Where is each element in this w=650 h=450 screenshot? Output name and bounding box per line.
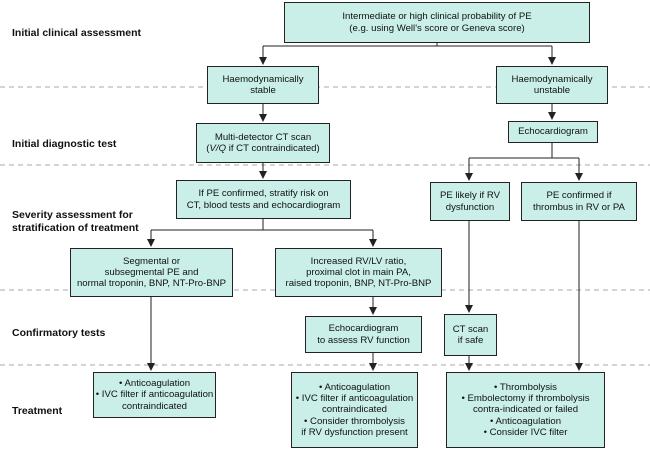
node-text: (e.g. using Well's score or Geneva score… — [349, 22, 525, 34]
treatment-item-continued: contraindicated — [321, 404, 388, 416]
treatment-item: Consider thrombolysis — [304, 416, 405, 427]
treatment-list: Consider thrombolysis — [304, 416, 405, 427]
node-text: Echocardiogram — [518, 126, 588, 138]
node-text: Echocardiogram — [328, 323, 399, 335]
node-echocardiogram: Echocardiogram — [508, 121, 598, 143]
treatment-list: Anticoagulation IVC filter if anticoagul… — [296, 382, 413, 405]
treatment-item: Consider IVC filter — [484, 427, 568, 438]
node-text: Multi-detector CT scan — [214, 131, 312, 143]
node-text: Increased RV/LV ratio, — [310, 255, 407, 267]
node-haemodynamically-unstable: Haemodynamically unstable — [496, 66, 608, 104]
node-ct-scan: Multi-detector CT scan (V/Q if CT contra… — [196, 123, 330, 163]
node-text: raised troponin, BNP, NT-Pro-BNP — [285, 278, 432, 290]
node-text: if safe — [457, 335, 484, 346]
treatment-item: Anticoagulation — [296, 382, 413, 393]
node-treatment-thrombolysis: Thrombolysis Embolectomy if thrombolysis… — [446, 372, 605, 448]
node-text: thrombus in RV or PA — [533, 201, 625, 213]
stage-label-severity: Severity assessment for stratification o… — [12, 209, 139, 235]
node-text: Intermediate or high clinical probabilit… — [342, 11, 532, 23]
node-text: Haemodynamically — [222, 73, 304, 85]
node-text: ( — [206, 143, 210, 154]
node-text: PE confirmed if — [546, 190, 612, 202]
node-clinical-probability: Intermediate or high clinical probabilit… — [284, 2, 590, 43]
node-text: dysfunction — [445, 201, 495, 213]
node-increased-rv-lv: Increased RV/LV ratio, proximal clot in … — [275, 248, 442, 297]
node-text: CT scan — [452, 323, 489, 335]
treatment-item: IVC filter if anticoagulation — [296, 393, 413, 404]
node-pe-confirmed-thrombus: PE confirmed if thrombus in RV or PA — [521, 182, 637, 221]
node-echo-rv-function: Echocardiogram to assess RV function — [305, 316, 422, 353]
node-treatment-anticoagulation: Anticoagulation IVC filter if anticoagul… — [93, 372, 216, 418]
node-text-composite: (V/Q if CT contraindicated) — [206, 143, 319, 154]
node-text: CT, blood tests and echocardiogram — [186, 199, 341, 211]
node-text: V/Q — [209, 143, 227, 154]
treatment-item: Anticoagulation — [484, 416, 568, 427]
node-text: proximal clot in main PA, — [306, 266, 411, 278]
treatment-list: Anticoagulation Consider IVC filter — [484, 416, 568, 439]
stage-label-assessment: Initial clinical assessment — [12, 27, 141, 39]
treatment-item: Anticoagulation — [96, 378, 213, 389]
node-treatment-anticoagulation-thrombolysis: Anticoagulation IVC filter if anticoagul… — [291, 372, 418, 448]
node-text: If PE confirmed, stratify risk on — [198, 188, 329, 200]
stage-label-severity-line2: stratification of treatment — [12, 222, 139, 235]
treatment-item: IVC filter if anticoagulation — [96, 389, 213, 400]
treatment-item: Thrombolysis — [461, 382, 589, 393]
node-text: stable — [250, 85, 276, 96]
stage-label-diagnostic: Initial diagnostic test — [12, 138, 117, 150]
node-text: PE likely if RV — [439, 190, 501, 202]
treatment-item-continued: if RV dysfunction present — [301, 426, 408, 438]
node-segmental-pe: Segmental or subsegmental PE and normal … — [70, 248, 233, 297]
node-text: subsegmental PE and — [104, 266, 199, 278]
treatment-list: Anticoagulation IVC filter if anticoagul… — [96, 378, 213, 401]
treatment-item-continued: contraindicated — [121, 400, 188, 412]
stage-label-treatment: Treatment — [12, 405, 63, 417]
node-text: Segmental or — [122, 255, 181, 267]
treatment-list: Thrombolysis Embolectomy if thrombolysis — [461, 382, 589, 405]
node-text: normal troponin, BNP, NT-Pro-BNP — [76, 278, 227, 290]
node-text: unstable — [533, 85, 571, 96]
node-stratify-risk: If PE confirmed, stratify risk on CT, bl… — [176, 180, 351, 219]
stage-label-confirmatory: Confirmatory tests — [12, 327, 106, 339]
treatment-item: Embolectomy if thrombolysis — [461, 393, 589, 404]
node-haemodynamically-stable: Haemodynamically stable — [207, 66, 319, 104]
node-text: to assess RV function — [317, 334, 410, 346]
node-text: if CT contraindicated) — [226, 143, 320, 154]
treatment-item-continued: contra-indicated or failed — [472, 404, 579, 416]
node-pe-likely-rv: PE likely if RV dysfunction — [430, 182, 510, 221]
node-text: Haemodynamically — [511, 73, 593, 85]
node-ct-scan-if-safe: CT scan if safe — [444, 314, 497, 356]
stage-label-severity-line1: Severity assessment for — [12, 209, 133, 221]
